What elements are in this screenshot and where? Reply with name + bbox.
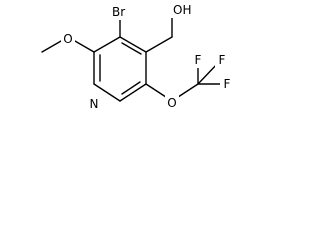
bond-c3-c4	[119, 36, 147, 53]
f-top-right-label-bg	[215, 52, 229, 68]
hydroxyl-label: OH	[173, 3, 191, 17]
f-top-left-label-bg	[191, 52, 205, 68]
bond-c5-c6	[119, 83, 147, 102]
bond-c2-c3	[93, 36, 121, 53]
n-label-bg	[87, 96, 101, 112]
bromine-label: Br	[112, 5, 125, 19]
structure-diagram: Br OH O N O F F F	[41, 2, 234, 112]
double-bond-c5-c6	[121, 81, 141, 95]
double-bond-c3-c4	[121, 42, 142, 55]
fluorine-top-right-label: F	[219, 53, 226, 67]
fluorine-right-label: F	[224, 77, 231, 91]
structure-canvas: Br OH O N O F F F	[0, 0, 254, 138]
bond-c4-ch2	[145, 36, 173, 53]
oh-label-bg	[171, 2, 195, 18]
bond-c6-n	[93, 83, 121, 102]
f-right-label-bg	[220, 76, 234, 92]
ring-nitrogen-label: N	[90, 97, 99, 111]
fluorine-top-left-label: F	[195, 53, 202, 67]
methoxy-o-label-bg	[61, 31, 75, 47]
methoxy-oxygen-label: O	[63, 32, 72, 46]
br-label-bg	[110, 4, 132, 20]
ether-oxygen-label: O	[167, 96, 176, 110]
ether-o-label-bg	[165, 95, 179, 111]
